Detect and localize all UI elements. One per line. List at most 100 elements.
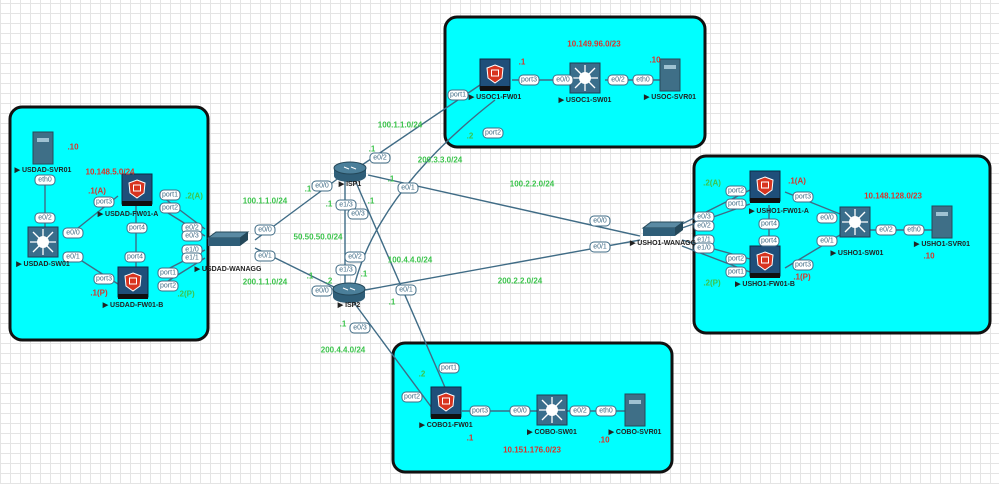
node-label[interactable]: ▶ ISP2 (337, 302, 361, 309)
interface-label[interactable]: e0/3 (693, 211, 715, 223)
play-icon[interactable]: ▶ (194, 266, 202, 273)
interface-label[interactable]: port3 (469, 405, 491, 417)
interface-label[interactable]: e0/2 (344, 251, 366, 263)
node-usho1-fw01-b[interactable] (749, 245, 781, 279)
node-label[interactable]: ▶ USOC-SVR01 (643, 94, 696, 101)
server-icon[interactable] (931, 205, 953, 239)
play-icon[interactable]: ▶ (338, 181, 346, 188)
interface-label[interactable]: e0/0 (509, 405, 531, 417)
node-label[interactable]: ▶ COBO-SW01 (526, 429, 577, 436)
play-icon[interactable]: ▶ (830, 250, 838, 257)
play-icon[interactable]: ▶ (14, 167, 22, 174)
node-label[interactable]: ▶ ISP1 (338, 181, 362, 188)
interface-label[interactable]: e0/1 (395, 284, 417, 296)
node-usdad-fw01-a[interactable] (121, 173, 153, 207)
l3-switch-icon[interactable] (569, 62, 601, 94)
interface-label[interactable]: port2 (159, 202, 181, 214)
node-usdad-fw01-b[interactable] (117, 266, 149, 300)
play-icon[interactable]: ▶ (418, 422, 426, 429)
play-icon[interactable]: ▶ (468, 94, 476, 101)
server-icon[interactable] (624, 393, 646, 427)
interface-label[interactable]: port3 (792, 259, 814, 271)
play-icon[interactable]: ▶ (97, 211, 105, 218)
node-usho1-fw01-a[interactable] (749, 170, 781, 204)
interface-label[interactable]: port2 (725, 253, 747, 265)
play-icon[interactable]: ▶ (337, 302, 345, 309)
node-label[interactable]: ▶ USHO1-WANAGG (629, 240, 697, 247)
interface-label[interactable]: e1/0 (693, 242, 715, 254)
l3-switch-icon[interactable] (536, 394, 568, 426)
node-isp2[interactable] (332, 282, 366, 304)
interface-label[interactable]: port1 (725, 266, 747, 278)
interface-label[interactable]: e0/0 (254, 224, 276, 236)
node-usho1-wanagg[interactable] (642, 221, 684, 237)
node-label[interactable]: ▶ USDAD-SW01 (15, 261, 70, 268)
firewall-icon[interactable] (117, 266, 149, 300)
node-label[interactable]: ▶ USHO1-FW01-A (748, 208, 809, 215)
node-label[interactable]: ▶ USDAD-FW01-B (102, 302, 164, 309)
router-icon[interactable] (332, 282, 366, 304)
node-label[interactable]: ▶ COBO1-FW01 (418, 422, 472, 429)
interface-label[interactable]: port4 (124, 251, 146, 263)
interface-label[interactable]: e0/2 (607, 74, 629, 86)
play-icon[interactable]: ▶ (102, 302, 110, 309)
interface-label[interactable]: eth0 (34, 174, 56, 186)
interface-label[interactable]: e0/2 (34, 212, 56, 224)
l3-switch-icon[interactable] (839, 206, 871, 238)
interface-label[interactable]: e0/1 (62, 251, 84, 263)
node-label[interactable]: ▶ USDAD-FW01-A (97, 211, 159, 218)
node-usoc-svr01[interactable] (659, 58, 681, 92)
play-icon[interactable]: ▶ (629, 240, 637, 247)
server-icon[interactable] (32, 131, 54, 165)
node-usdad-sw01[interactable] (27, 226, 59, 258)
node-cobo-sw01[interactable] (536, 394, 568, 426)
interface-label[interactable]: e0/0 (589, 215, 611, 227)
firewall-icon[interactable] (479, 58, 511, 92)
firewall-icon[interactable] (430, 386, 462, 420)
node-usoc1-sw01[interactable] (569, 62, 601, 94)
interface-label[interactable]: port2 (157, 280, 179, 292)
interface-label[interactable]: e0/3 (347, 208, 369, 220)
interface-label[interactable]: port3 (518, 74, 540, 86)
interface-label[interactable]: e0/2 (569, 405, 591, 417)
interface-label[interactable]: e0/2 (693, 220, 715, 232)
play-icon[interactable]: ▶ (608, 429, 616, 436)
node-usho1-sw01[interactable] (839, 206, 871, 238)
link[interactable] (351, 299, 433, 409)
interface-label[interactable]: e1/3 (335, 264, 357, 276)
node-label[interactable]: ▶ USDAD-WANAGG (194, 266, 262, 273)
node-cobo-svr01[interactable] (624, 393, 646, 427)
play-icon[interactable]: ▶ (558, 97, 566, 104)
play-icon[interactable]: ▶ (734, 281, 742, 288)
interface-label[interactable]: port4 (758, 235, 780, 247)
switch-icon[interactable] (207, 231, 249, 247)
interface-label[interactable]: port4 (758, 218, 780, 230)
firewall-icon[interactable] (749, 245, 781, 279)
interface-label[interactable]: port1 (447, 89, 469, 101)
switch-icon[interactable] (642, 221, 684, 237)
node-isp1[interactable] (333, 161, 367, 183)
interface-label[interactable]: e0/0 (552, 74, 574, 86)
router-icon[interactable] (333, 161, 367, 183)
node-usho1-svr01[interactable] (931, 205, 953, 239)
node-label[interactable]: ▶ USHO1-SW01 (830, 250, 884, 257)
play-icon[interactable]: ▶ (643, 94, 651, 101)
interface-label[interactable]: port3 (93, 196, 115, 208)
interface-label[interactable]: eth0 (595, 405, 617, 417)
interface-label[interactable]: e0/3 (349, 322, 371, 334)
node-label[interactable]: ▶ USOC1-FW01 (468, 94, 522, 101)
play-icon[interactable]: ▶ (913, 241, 921, 248)
interface-label[interactable]: port2 (482, 127, 504, 139)
node-label[interactable]: ▶ USOC1-SW01 (558, 97, 612, 104)
interface-label[interactable]: port1 (157, 267, 179, 279)
play-icon[interactable]: ▶ (748, 208, 756, 215)
interface-label[interactable]: e0/0 (62, 227, 84, 239)
firewall-icon[interactable] (121, 173, 153, 207)
interface-label[interactable]: port2 (401, 391, 423, 403)
node-label[interactable]: ▶ USDAD-SVR01 (14, 167, 72, 174)
server-icon[interactable] (659, 58, 681, 92)
node-cobo1-fw01[interactable] (430, 386, 462, 420)
interface-label[interactable]: e0/1 (254, 250, 276, 262)
node-usdad-svr01[interactable] (32, 131, 54, 165)
